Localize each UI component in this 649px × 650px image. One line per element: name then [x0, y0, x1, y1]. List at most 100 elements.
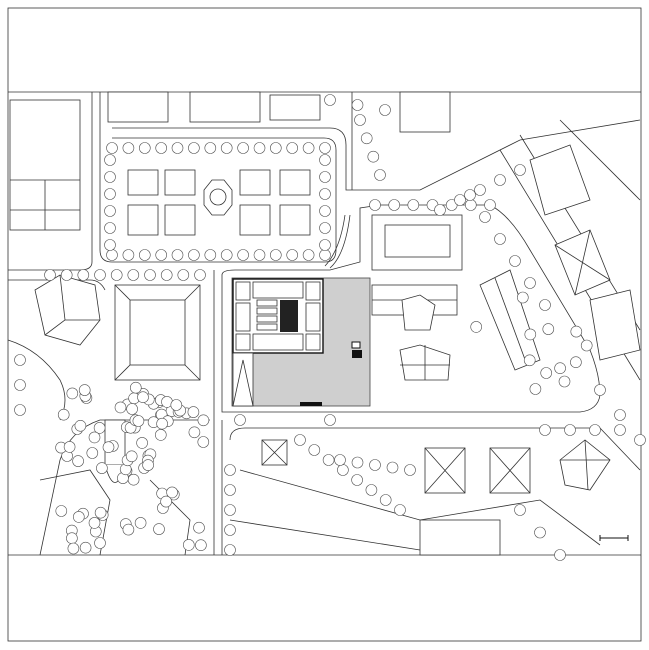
tree-symbol [302, 142, 315, 154]
tree-symbol [66, 387, 79, 400]
tree-symbol [197, 436, 210, 448]
tree-symbol [589, 424, 601, 436]
tree-symbol [106, 142, 118, 154]
tree-symbol [404, 464, 416, 476]
tree-symbol [394, 504, 406, 516]
tree-symbol [379, 494, 392, 506]
tree-symbol [534, 526, 546, 539]
tree-symbol [170, 399, 183, 411]
tree-symbol [63, 441, 76, 453]
tree-symbol [197, 414, 210, 427]
tree-symbol [155, 142, 167, 154]
tree-symbol [237, 142, 249, 154]
sheet-frame [7, 7, 642, 642]
tree-symbol [220, 249, 233, 261]
tree-symbol [434, 204, 446, 216]
tree-symbol [94, 506, 107, 519]
tree-symbol [220, 142, 233, 154]
tree-symbol [104, 222, 116, 234]
tree-symbol [464, 199, 477, 211]
tree-symbol [367, 150, 380, 163]
tree-symbol [542, 323, 555, 335]
tree-symbol [72, 455, 84, 467]
tree-symbol [139, 142, 151, 154]
tree-symbol [351, 456, 364, 469]
tree-symbol [523, 354, 536, 367]
tree-symbol [319, 205, 331, 217]
scale-bar [599, 535, 629, 541]
tree-symbol [524, 277, 536, 289]
tree-symbol [127, 269, 140, 281]
tree-symbol [388, 199, 401, 211]
tree-symbol [44, 269, 56, 281]
tree-symbol [132, 415, 145, 427]
tree-symbol [79, 541, 92, 554]
tree-symbol [494, 233, 506, 245]
tree-symbol [14, 404, 26, 416]
tree-symbol [104, 205, 116, 217]
tree-symbol [104, 239, 116, 251]
tree-symbol [74, 419, 87, 432]
tree-symbol [360, 132, 373, 145]
south-buildings [39, 439, 611, 556]
tree-symbol [224, 504, 236, 516]
tree-symbol [580, 339, 593, 352]
tree-symbol [188, 426, 201, 439]
tree-symbol [224, 484, 236, 496]
tree-symbol [66, 532, 78, 545]
tree-symbol [224, 544, 236, 556]
tree-symbol [88, 431, 101, 444]
tree-symbol [554, 362, 566, 375]
tree-symbol [269, 249, 282, 261]
tree-symbol [126, 403, 138, 415]
tree-symbol [57, 408, 70, 421]
tree-symbol [142, 459, 154, 471]
tree-symbol [514, 504, 526, 516]
square-parterre [127, 169, 311, 236]
tree-symbol [104, 171, 116, 183]
tree-symbol [160, 495, 172, 508]
tree-symbol [134, 517, 147, 529]
tree-symbol [93, 422, 106, 434]
tree-symbol [94, 537, 106, 549]
streets [7, 92, 641, 556]
tree-symbol [337, 464, 349, 476]
tree-symbol [319, 171, 331, 183]
tree-symbol [77, 269, 90, 281]
tree-symbol [160, 269, 173, 281]
tree-symbol [319, 239, 331, 251]
tree-symbol [494, 174, 506, 186]
tree-symbol [55, 505, 68, 517]
tree-symbol [166, 486, 178, 499]
tree-symbol [137, 391, 149, 404]
tree-symbol [294, 434, 306, 446]
tree-symbol [322, 454, 335, 466]
tree-symbol [319, 249, 331, 261]
tree-symbol [130, 381, 142, 394]
tree-symbol [96, 462, 108, 474]
tree-symbol [319, 222, 331, 234]
tree-symbol [286, 142, 299, 154]
tree-symbol [308, 444, 321, 456]
tree-symbol [351, 474, 363, 486]
tree-symbol [386, 461, 399, 474]
tree-symbol [524, 328, 537, 341]
tree-symbol [237, 249, 249, 261]
tree-symbol [78, 384, 91, 396]
tree-symbol [144, 269, 156, 281]
tree-symbol [509, 255, 521, 267]
tree-symbol [319, 154, 331, 166]
tree-symbol [88, 517, 101, 529]
tree-symbol [369, 459, 381, 471]
tree-symbol [14, 379, 26, 391]
tree-symbol [67, 542, 80, 555]
tree-symbol [324, 94, 336, 106]
tree-symbol [379, 104, 391, 116]
tree-symbol [454, 194, 466, 206]
tree-symbol [253, 142, 266, 154]
tree-symbol [94, 269, 106, 281]
tree-symbol [253, 249, 266, 261]
tree-symbol [334, 454, 346, 466]
tree-symbol [155, 249, 167, 261]
